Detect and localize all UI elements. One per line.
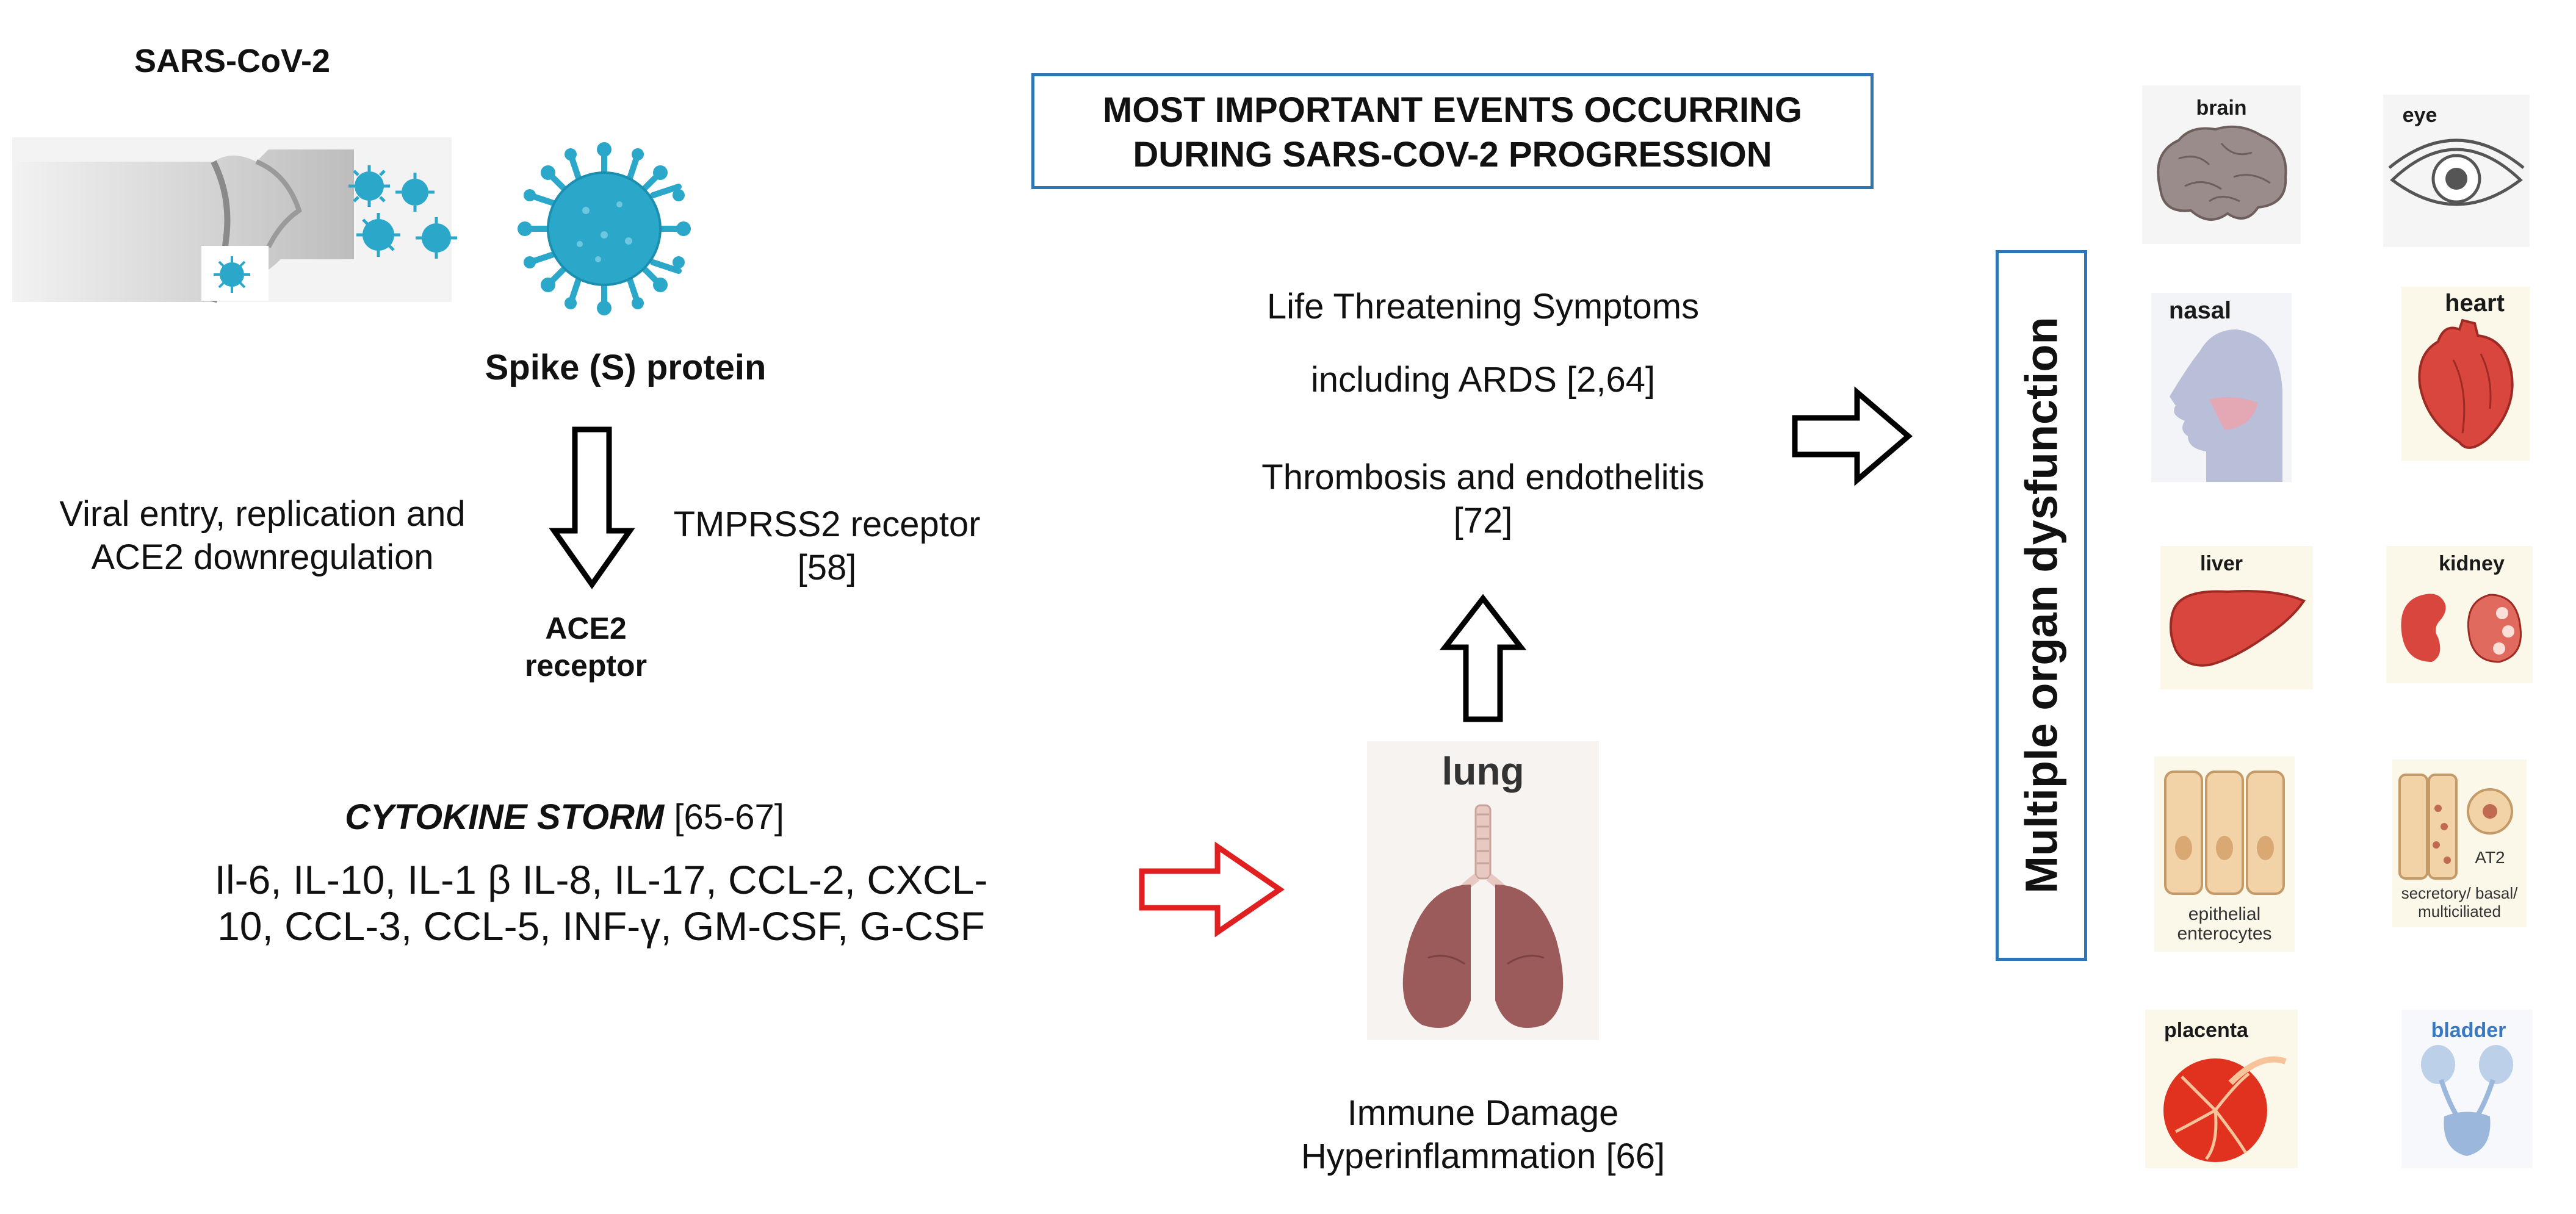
thrombosis-line-2: [72] (1453, 500, 1513, 541)
brain-icon (2157, 125, 2287, 221)
organ-brain: brain (2142, 85, 2301, 244)
virus-small-icon (214, 256, 250, 293)
viral-entry-line-2: ACE2 downregulation (91, 537, 434, 577)
secretory-cells-icon (2398, 774, 2458, 880)
main-title-box (1031, 73, 1874, 189)
spike-virus-icon (518, 142, 691, 315)
organ-epithelial: epithelial enterocytes (2154, 756, 2295, 952)
ace2-receptor-label: ACE2 receptor (476, 610, 696, 684)
mod-label: Multiple organ dysfunction (2016, 317, 2067, 894)
cytokine-list-line-2: 10, CCL-3, CCL-5, INF-γ, GM-CSF, G-CSF (217, 903, 985, 949)
epithelial-label-2: enterocytes (2177, 924, 2271, 944)
bladder-icon (2421, 1045, 2513, 1156)
ace2-line-1: ACE2 (545, 611, 627, 645)
liver-icon (2169, 590, 2306, 667)
tmprss2-text: TMPRSS2 receptor [58] (644, 503, 1010, 590)
organ-bladder: bladder (2401, 1010, 2533, 1168)
epithelial-icon (2164, 770, 2285, 895)
organ-liver: liver (2160, 546, 2313, 689)
main-title-text: MOST IMPORTANT EVENTS OCCURRING DURING S… (1031, 88, 1874, 177)
secretory-label-1: secretory/ basal/ (2401, 884, 2519, 902)
cytokine-storm-ref: [65-67] (664, 797, 784, 837)
thrombosis-line-1: Thrombosis and endothelitis (1261, 458, 1705, 497)
tmprss2-line-1: TMPRSS2 receptor (673, 505, 981, 544)
organ-placenta: placenta (2145, 1010, 2298, 1168)
organ-eye: eye (2383, 95, 2530, 247)
nasal-label: nasal (2169, 297, 2231, 324)
sars-title: SARS-CoV-2 (134, 43, 331, 79)
liver-label: liver (2200, 552, 2243, 575)
down-arrow-icon (549, 426, 635, 589)
organ-kidney: kidney (2386, 546, 2533, 683)
bladder-label: bladder (2431, 1019, 2506, 1042)
viral-entry-text: Viral entry, replication and ACE2 downre… (12, 493, 513, 580)
cytokine-list-line-1: Il-6, IL-10, IL-1 β IL-8, IL-17, CCL-2, … (214, 857, 988, 902)
lung-label: lung (1441, 749, 1524, 793)
eye-icon (2388, 138, 2525, 206)
ace2-line-2: receptor (524, 648, 648, 683)
symptoms-line-1: Life Threatening Symptoms (1266, 287, 1700, 326)
heart-icon (2418, 318, 2514, 449)
main-title-line-2: DURING SARS-COV-2 PROGRESSION (1133, 134, 1772, 174)
lung-icon (1402, 804, 1564, 1028)
viral-entry-line-1: Viral entry, replication and (59, 494, 466, 534)
cytokine-list: Il-6, IL-10, IL-1 β IL-8, IL-17, CCL-2, … (116, 857, 1086, 950)
virus-cluster-icon (348, 165, 457, 259)
lung-caption-line-2: Hyperinflammation [66] (1301, 1136, 1665, 1176)
heart-label: heart (2445, 290, 2505, 317)
secretory-label-2: multiciliated (2418, 902, 2501, 921)
cytokine-storm-title: CYTOKINE STORM (345, 797, 665, 837)
eye-label: eye (2403, 104, 2437, 127)
kidney-icon (2401, 594, 2446, 662)
at2-label: AT2 (2475, 848, 2505, 867)
right-arrow-icon (1792, 386, 1913, 486)
placenta-label: placenta (2164, 1019, 2249, 1042)
brain-label: brain (2196, 96, 2246, 120)
organ-nasal: nasal (2151, 293, 2292, 482)
kidney-label: kidney (2439, 552, 2505, 575)
mod-box (1996, 250, 2087, 961)
organ-at2: AT2 secretory/ basal/ multiciliated (2392, 760, 2527, 927)
thrombosis-text: Thrombosis and endothelitis [72] (1147, 456, 1819, 543)
up-arrow-icon (1439, 594, 1527, 722)
red-arrow-icon (1139, 841, 1285, 938)
tmprss2-line-2: [58] (797, 547, 857, 587)
organ-heart: heart (2401, 287, 2530, 461)
symptoms-line-2: including ARDS [2,64] (1310, 360, 1656, 400)
cytokine-storm-heading: CYTOKINE STORM [65-67] (201, 796, 928, 839)
epithelial-label-1: epithelial (2188, 904, 2260, 924)
lung-caption: Immune Damage Hyperinflammation [66] (1221, 1092, 1745, 1179)
spike-protein-label: Spike (S) protein (485, 348, 767, 387)
main-title-line-1: MOST IMPORTANT EVENTS OCCURRING (1102, 90, 1803, 130)
lung-caption-line-1: Immune Damage (1347, 1093, 1619, 1133)
